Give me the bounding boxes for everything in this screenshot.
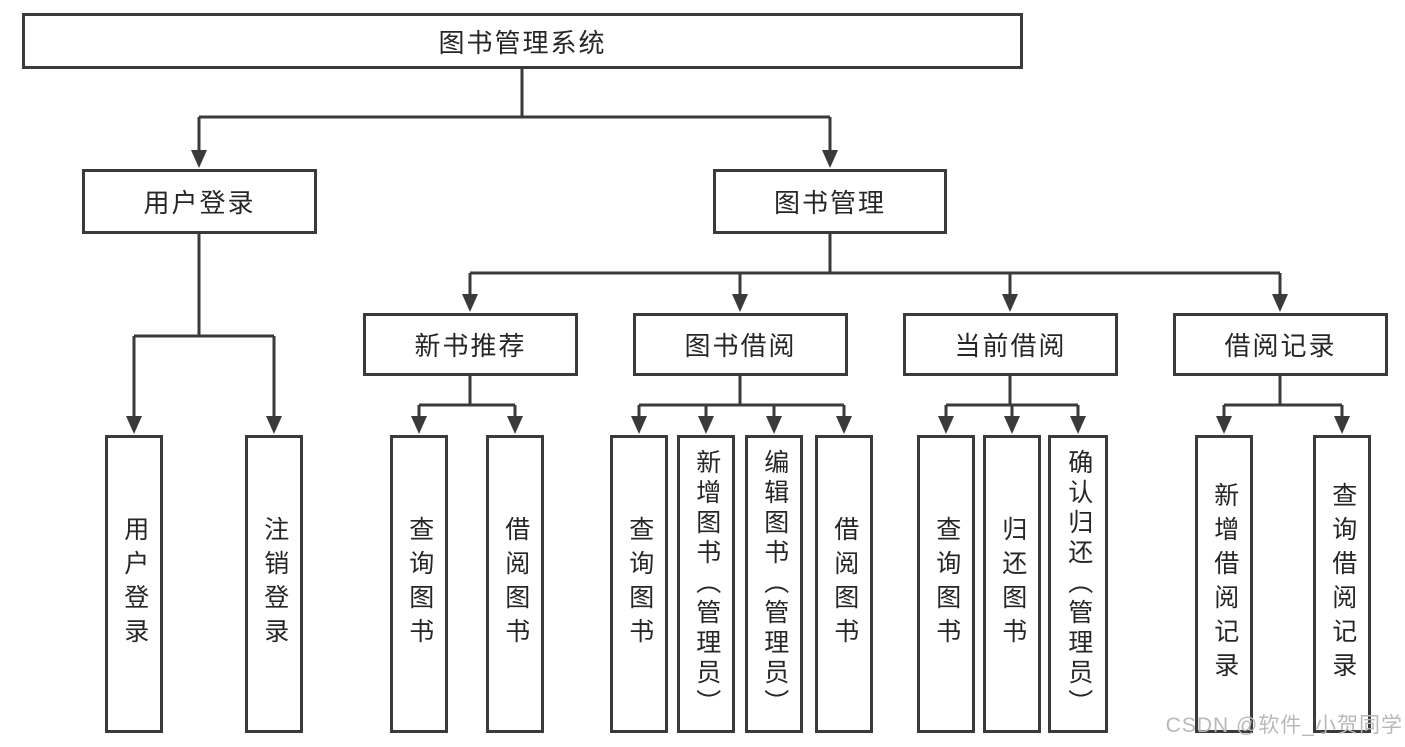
leaf-borrow-books-recommend: 借阅图书: [486, 435, 544, 733]
arrowhead-icon: [698, 416, 714, 434]
node-current-borrowing-label: 当前借阅: [954, 331, 1067, 361]
connector-path: [132, 69, 1344, 418]
arrowhead-icon: [836, 416, 852, 434]
arrowhead-icon: [631, 416, 647, 434]
leaf-query-borrow-record: 查询借阅记录: [1313, 435, 1371, 733]
leaf-query-books-current-label: 查询图书: [932, 516, 961, 652]
node-book-management: 图书管理: [713, 169, 947, 234]
node-current-borrowing: 当前借阅: [903, 313, 1118, 376]
node-user-login: 用户登录: [82, 169, 317, 234]
node-new-book-recommendation: 新书推荐: [363, 313, 578, 376]
arrowhead-icon: [1002, 294, 1018, 312]
leaf-confirm-return-admin-label: 确认归还（管理员）: [1064, 449, 1093, 719]
csdn-watermark: CSDN @软件_小贺同学: [1165, 714, 1403, 737]
leaf-edit-books-admin: 编辑图书（管理员）: [745, 435, 803, 733]
node-root: 图书管理系统: [22, 13, 1023, 69]
node-book-borrowing: 图书借阅: [633, 313, 848, 376]
node-book-borrowing-label: 图书借阅: [684, 331, 797, 361]
leaf-return-books: 归还图书: [983, 435, 1041, 733]
leaf-query-borrow-record-label: 查询借阅记录: [1328, 482, 1357, 686]
leaf-query-books-borrow-label: 查询图书: [625, 516, 654, 652]
leaf-add-books-admin: 新增图书（管理员）: [677, 435, 735, 733]
leaf-user-login-label: 用户登录: [120, 516, 149, 652]
leaf-user-login: 用户登录: [105, 435, 163, 733]
leaf-borrow-books: 借阅图书: [815, 435, 873, 733]
leaf-borrow-books-recommend-label: 借阅图书: [501, 516, 530, 652]
leaf-query-books-borrow: 查询图书: [610, 435, 668, 733]
arrowhead-icon: [938, 416, 954, 434]
arrowhead-icon: [462, 294, 478, 312]
node-borrowing-records: 借阅记录: [1173, 313, 1388, 376]
arrowhead-icon: [766, 416, 782, 434]
node-borrowing-records-label: 借阅记录: [1224, 331, 1337, 361]
arrowhead-icon: [411, 416, 427, 434]
arrowhead-icon: [191, 150, 207, 168]
leaf-borrow-books-label: 借阅图书: [830, 516, 859, 652]
leaf-query-books-recommend-label: 查询图书: [405, 516, 434, 652]
leaf-add-books-admin-label: 新增图书（管理员）: [692, 449, 721, 719]
arrowhead-icon: [822, 150, 838, 168]
node-root-label: 图书管理系统: [438, 27, 607, 58]
arrowhead-icon: [1334, 416, 1350, 434]
arrowhead-icon: [732, 294, 748, 312]
arrowheads: [126, 150, 1350, 434]
leaf-add-borrow-record-label: 新增借阅记录: [1210, 482, 1239, 686]
leaf-confirm-return-admin: 确认归还（管理员）: [1048, 435, 1108, 733]
leaf-return-books-label: 归还图书: [998, 516, 1027, 652]
arrowhead-icon: [507, 416, 523, 434]
arrowhead-icon: [126, 416, 142, 434]
node-new-book-recommendation-label: 新书推荐: [414, 331, 527, 361]
leaf-logout: 注销登录: [245, 435, 303, 733]
leaf-add-borrow-record: 新增借阅记录: [1195, 435, 1253, 733]
leaf-edit-books-admin-label: 编辑图书（管理员）: [760, 449, 789, 719]
arrowhead-icon: [1070, 416, 1086, 434]
arrowhead-icon: [266, 416, 282, 434]
node-book-management-label: 图书管理: [773, 188, 886, 218]
arrowhead-icon: [1216, 416, 1232, 434]
leaf-logout-label: 注销登录: [260, 516, 289, 652]
arrowhead-icon: [1272, 294, 1288, 312]
node-user-login-label: 用户登录: [143, 188, 256, 218]
arrowhead-icon: [1004, 416, 1020, 434]
leaf-query-books-current: 查询图书: [917, 435, 975, 733]
leaf-query-books-recommend: 查询图书: [390, 435, 448, 733]
